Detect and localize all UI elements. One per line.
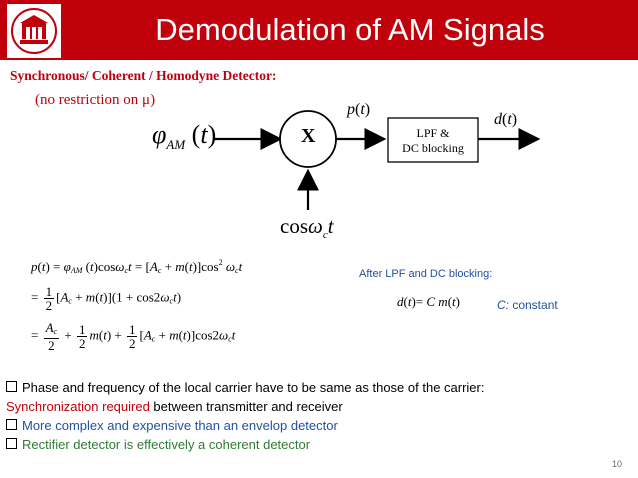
output-equation: d(t)= C m(t) xyxy=(397,294,461,309)
checkbox-bullet-icon xyxy=(6,419,17,430)
output-label: d(t) xyxy=(494,111,518,128)
after-lpf-note: After LPF and DC blocking: xyxy=(359,268,493,280)
equation-line-1: p(t) = φAM (t)cosωct = [Ac + m(t)]cos2 ω… xyxy=(31,258,243,275)
restriction-note: (no restriction on μ) xyxy=(35,92,156,108)
product-label: p(t) xyxy=(347,101,371,118)
title-bar: Demodulation of AM Signals xyxy=(0,0,638,60)
page-number: 10 xyxy=(611,459,622,469)
page-title: Demodulation of AM Signals xyxy=(155,12,545,47)
carrier-label: cosωct xyxy=(280,214,334,241)
block-diagram xyxy=(215,110,541,210)
bullet-list: Phase and frequency of the local carrier… xyxy=(6,378,484,454)
bullet-item: Synchronization required between transmi… xyxy=(6,399,343,414)
c-constant-note: C: constant xyxy=(497,298,558,312)
bullet-item: Rectifier detector is effectively a cohe… xyxy=(6,435,484,454)
checkbox-bullet-icon xyxy=(6,438,17,449)
input-signal-label: φAM (t) xyxy=(152,120,217,152)
bullet-item: More complex and expensive than an envel… xyxy=(6,416,484,435)
lpf-label: LPF & DC blocking xyxy=(402,126,464,155)
bullet-item: Phase and frequency of the local carrier… xyxy=(6,378,484,397)
multiplier-label: X xyxy=(301,125,316,147)
checkbox-bullet-icon xyxy=(6,381,17,392)
detector-subtitle: Synchronous/ Coherent / Homodyne Detecto… xyxy=(10,68,277,83)
university-logo-icon xyxy=(7,4,61,58)
